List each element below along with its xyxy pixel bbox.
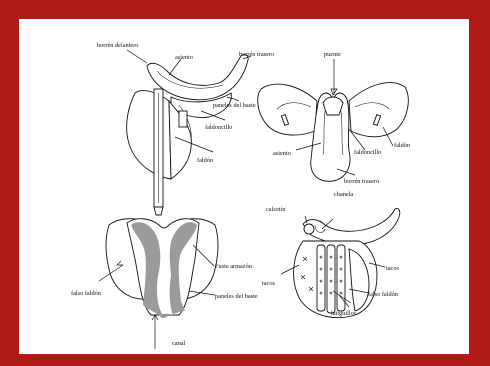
label-borren-delantero: borrén delantero — [97, 42, 138, 49]
label-latiguillos: latiguillos — [331, 310, 357, 317]
label-falso-faldon-open: falso faldón — [368, 291, 399, 298]
saddle-open-view — [281, 208, 400, 317]
label-fuste-armazon: Fuste armazón — [215, 263, 253, 270]
label-canal: canal — [172, 340, 186, 347]
label-calcetin: calcetín — [266, 206, 286, 213]
saddle-diagram: borrén delantero asiento borrén trasero … — [19, 19, 469, 354]
label-falso-faldon-under: falso faldón — [71, 290, 102, 297]
label-borren-trasero-side: borrén trasero — [239, 51, 274, 58]
label-borren-trasero-top: borrén trasero — [344, 178, 379, 185]
label-puente: puente — [324, 51, 341, 58]
label-paneles-del-baste-under: paneles del baste — [215, 293, 258, 300]
label-faldoncillo-side: faldoncillo — [205, 124, 232, 131]
label-faldon-side: faldón — [197, 157, 214, 164]
label-tacos-right: tacos — [386, 265, 399, 272]
label-faldon-top: faldón — [394, 142, 411, 149]
saddle-underside-view — [99, 219, 218, 349]
label-chanela: chanela — [334, 191, 353, 198]
label-tacos-left: tacos — [262, 280, 275, 287]
label-asiento-top: asiento — [273, 150, 291, 157]
label-faldoncillo-top: faldoncillo — [354, 149, 381, 156]
label-paneles-del-baste-side: paneles del baste — [213, 102, 256, 109]
saddle-top-view — [258, 59, 409, 181]
white-panel: borrén delantero asiento borrén trasero … — [19, 19, 469, 354]
label-asiento-side: asiento — [175, 54, 193, 61]
saddle-side-view — [127, 50, 251, 215]
